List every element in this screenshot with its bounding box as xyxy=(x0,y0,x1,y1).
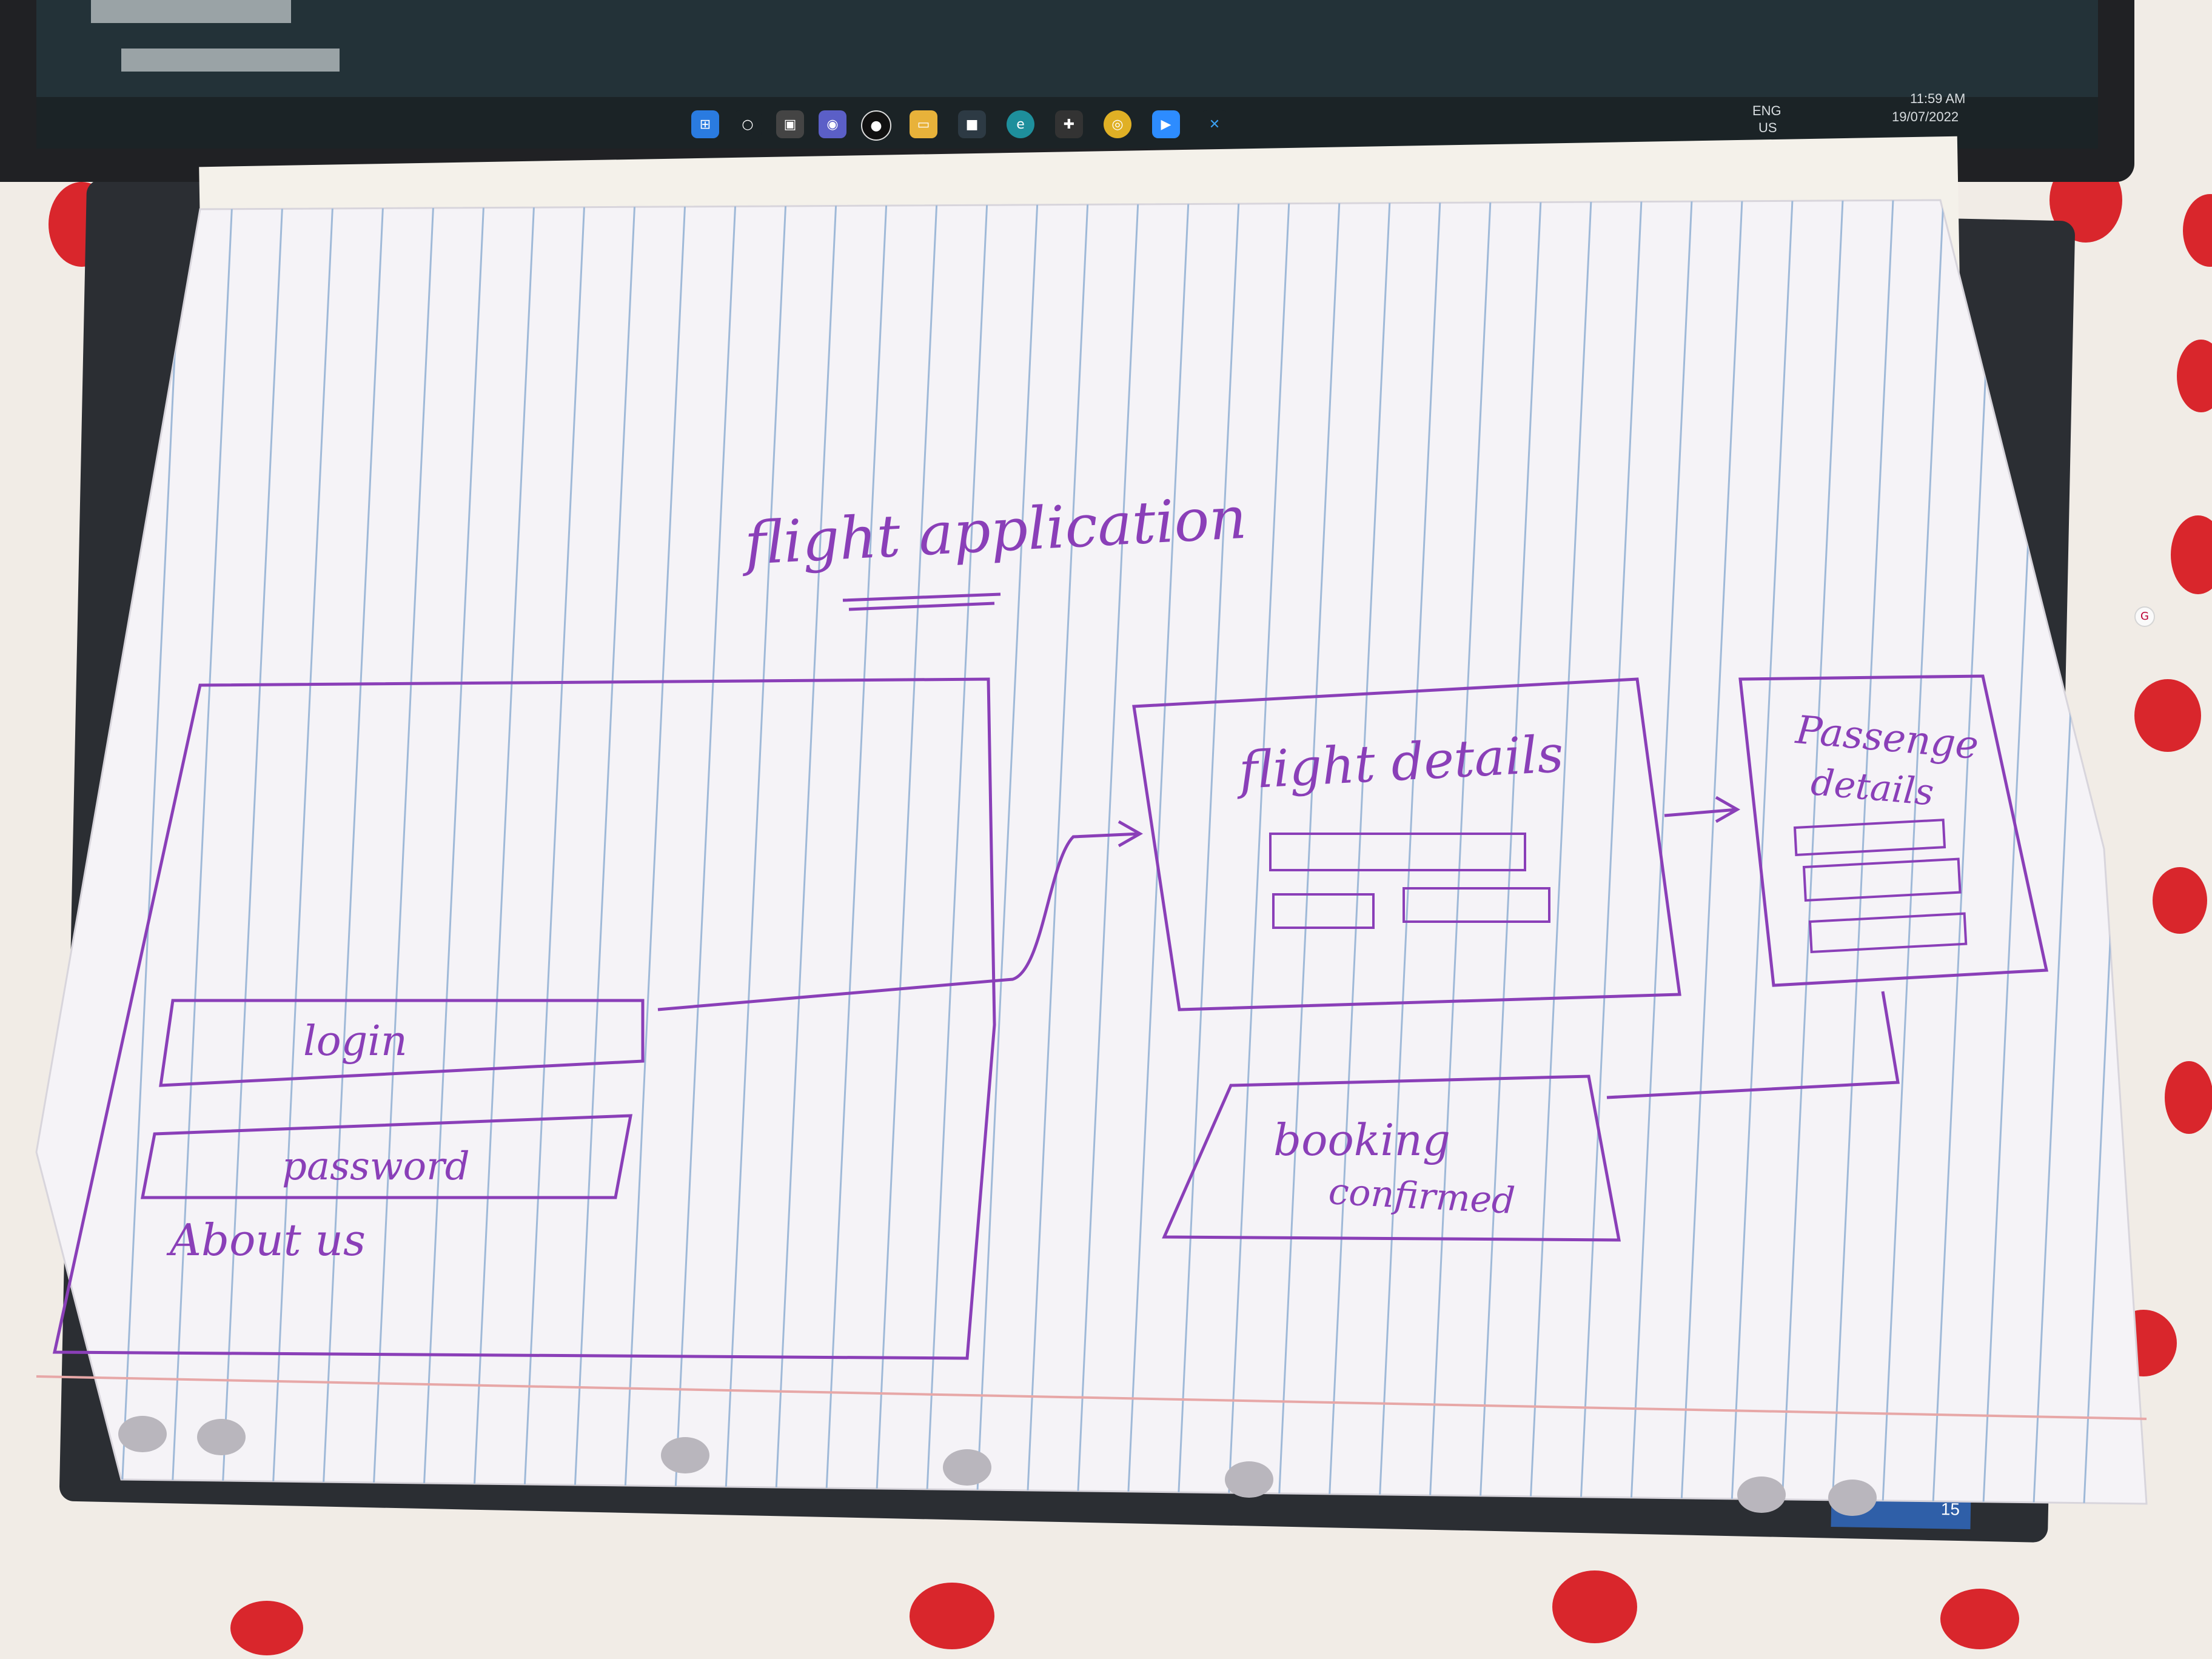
ruled-line xyxy=(1378,200,1441,1504)
polka-dot xyxy=(1552,1570,1637,1643)
title-underline xyxy=(842,592,1001,611)
zoom-icon[interactable]: ▶ xyxy=(1152,110,1180,138)
ruled-line xyxy=(221,200,284,1504)
ruled-line xyxy=(1680,200,1743,1504)
flow-connector-passenger-to-booking xyxy=(1606,991,1900,1099)
passenger-field-2 xyxy=(1802,857,1962,902)
chat-icon[interactable]: ◉ xyxy=(819,110,846,138)
search-icon[interactable]: ○ xyxy=(734,110,762,138)
dell-icon[interactable]: ● xyxy=(861,110,891,141)
ruled-line xyxy=(1882,200,1945,1504)
ruled-line xyxy=(674,200,737,1504)
passenger-details-frame xyxy=(1738,674,2049,987)
ruled-line xyxy=(422,200,485,1504)
flight-field-2 xyxy=(1272,893,1375,929)
ruled-line xyxy=(120,200,183,1504)
windows-start-icon[interactable]: ⊞ xyxy=(691,110,719,138)
ruled-line xyxy=(1227,200,1290,1504)
polka-dot xyxy=(2177,340,2212,412)
punch-holes xyxy=(118,1416,1877,1516)
flow-arrow-login-to-flight xyxy=(657,820,1144,1011)
taskbar-region: US xyxy=(1758,120,1777,135)
polka-dot xyxy=(2165,1061,2212,1134)
ruled-line xyxy=(875,200,938,1504)
polka-dot xyxy=(2171,515,2212,594)
booking-line2: confirmed xyxy=(1327,1170,1516,1222)
ruled-line xyxy=(623,200,686,1504)
ruled-line xyxy=(1328,200,1391,1504)
ruled-line xyxy=(925,200,988,1504)
edge-icon[interactable]: e xyxy=(1007,110,1034,138)
paper-sheet xyxy=(35,199,2148,1505)
game-piece: G xyxy=(2134,606,2155,627)
ruled-line xyxy=(472,200,535,1504)
login-screen-frame xyxy=(52,677,996,1360)
ruled-line xyxy=(523,200,586,1504)
ruled-line xyxy=(321,200,384,1504)
polka-dot xyxy=(910,1583,994,1649)
about-us-link: About us xyxy=(166,1215,366,1265)
ruled-line xyxy=(1932,200,1995,1504)
window-bar xyxy=(91,0,291,23)
taskbar-language[interactable]: ENG xyxy=(1752,103,1781,118)
flight-details-frame xyxy=(1132,677,1681,1011)
ruled-line xyxy=(1177,200,1240,1504)
chrome-icon[interactable]: ◎ xyxy=(1104,110,1131,138)
taskbar-time[interactable]: 11:59 AM xyxy=(1910,91,1966,106)
ruled-line xyxy=(1026,200,1089,1504)
ruled-line xyxy=(1076,200,1139,1504)
ruled-line xyxy=(170,200,233,1504)
ruled-line xyxy=(1580,200,1643,1504)
vscode-icon[interactable]: ✕ xyxy=(1201,110,1228,138)
window-bar xyxy=(121,49,340,72)
passenger-field-3 xyxy=(1808,912,1968,954)
flight-field-1 xyxy=(1269,833,1526,871)
flow-arrow-flight-to-passenger xyxy=(1664,796,1741,823)
passenger-field-1 xyxy=(1793,819,1946,857)
ruled-line xyxy=(774,200,837,1504)
polka-dot xyxy=(230,1601,303,1655)
login-field-label: login xyxy=(303,1017,407,1065)
ruled-line xyxy=(573,200,636,1504)
booking-line1: booking xyxy=(1273,1114,1450,1165)
taskbar-date[interactable]: 19/07/2022 xyxy=(1892,109,1959,124)
password-field-label: password xyxy=(282,1144,470,1189)
ruled-line xyxy=(1781,200,1844,1504)
file-explorer-icon[interactable]: ▭ xyxy=(910,110,937,138)
polka-dot xyxy=(1940,1589,2019,1649)
store-icon[interactable]: ■ xyxy=(958,110,986,138)
ruled-lines xyxy=(120,200,2146,1504)
polka-dot xyxy=(2153,867,2207,934)
task-view-icon[interactable]: ▣ xyxy=(776,110,804,138)
ruled-line xyxy=(825,200,888,1504)
flight-field-3 xyxy=(1403,887,1550,923)
calculator-icon[interactable]: ✚ xyxy=(1055,110,1083,138)
polka-dot xyxy=(2134,679,2201,752)
ruled-line xyxy=(1479,200,1542,1504)
margin-line xyxy=(36,1375,2147,1420)
ruled-line xyxy=(976,200,1039,1504)
ruled-line xyxy=(1731,200,1794,1504)
login-field-box xyxy=(159,999,645,1087)
ruled-line xyxy=(1529,200,1592,1504)
password-field-box xyxy=(140,1114,633,1199)
booking-confirmed-frame xyxy=(1162,1074,1621,1242)
ruled-line xyxy=(372,200,435,1504)
ruled-line xyxy=(1127,200,1190,1504)
ruled-line xyxy=(724,200,787,1504)
ruled-line xyxy=(1429,200,1492,1504)
ruled-line xyxy=(1278,200,1341,1504)
ruled-line xyxy=(271,200,334,1504)
